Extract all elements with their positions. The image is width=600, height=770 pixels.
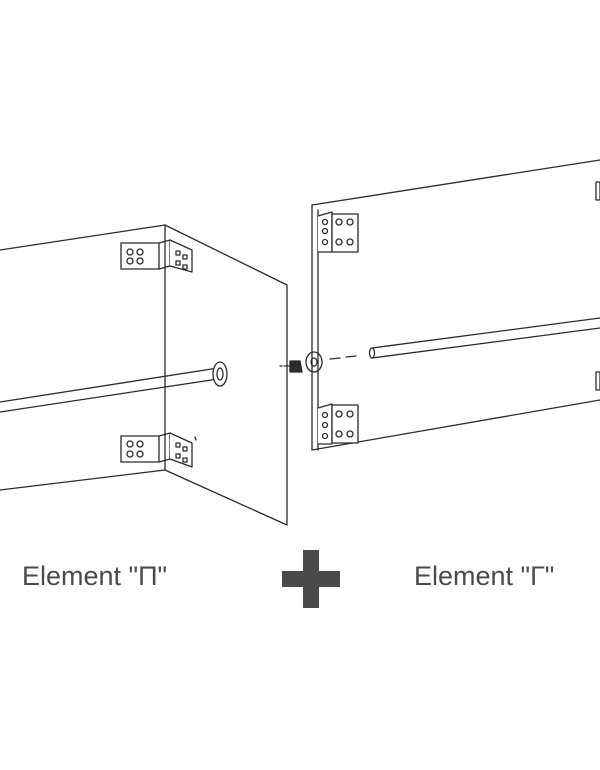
- plus-icon: [282, 550, 340, 608]
- bracket-icon: [120, 239, 193, 273]
- element-p-label: Element "П": [22, 561, 168, 591]
- element-g-label: Element "Г": [414, 561, 555, 591]
- bracket-icon: [120, 432, 197, 468]
- bracket-icon: [317, 403, 359, 445]
- element-g-rod: [368, 317, 600, 359]
- bracket-icon: [317, 211, 359, 253]
- element-p-panels: [0, 224, 288, 526]
- element-p-rod: [0, 361, 228, 413]
